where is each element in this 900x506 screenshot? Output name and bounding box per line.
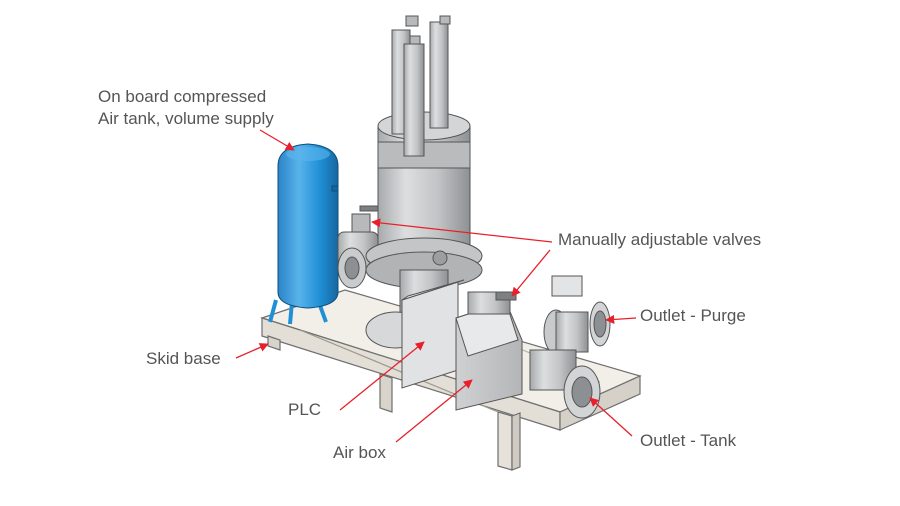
leader-air-box bbox=[395, 379, 473, 443]
leader-plc bbox=[339, 341, 425, 411]
leader-valve-1 bbox=[371, 218, 553, 243]
label-outlet-tank: Outlet - Tank bbox=[640, 431, 737, 450]
leader-outlet-tank bbox=[589, 397, 633, 437]
air-tank bbox=[268, 143, 339, 325]
leader-outlet-purge bbox=[605, 314, 637, 324]
leader-skid-base bbox=[235, 343, 269, 359]
label-air-tank-line2: Air tank, volume supply bbox=[98, 109, 274, 128]
label-manual-valves: Manually adjustable valves bbox=[558, 230, 762, 249]
label-air-box: Air box bbox=[333, 443, 386, 462]
label-plc: PLC bbox=[288, 400, 322, 419]
label-air-tank: On board compressed Air tank, volume sup… bbox=[98, 86, 274, 130]
label-outlet-purge: Outlet - Purge bbox=[640, 306, 746, 325]
label-skid-base: Skid base bbox=[146, 349, 221, 368]
leader-valve-2 bbox=[511, 249, 551, 297]
label-air-tank-line1: On board compressed bbox=[98, 87, 267, 106]
actuator-cylinders bbox=[391, 15, 451, 157]
leader-lines bbox=[235, 129, 637, 443]
leader-air-tank bbox=[259, 129, 295, 151]
